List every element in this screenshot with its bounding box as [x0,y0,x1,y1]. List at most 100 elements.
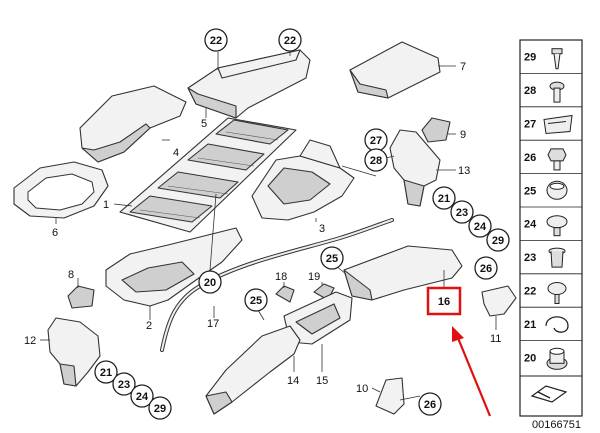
screw-icon [549,81,565,103]
part-2-housing [105,227,243,320]
part-7-cover [349,41,456,99]
label-11: 11 [490,333,501,345]
label-13: 13 [458,165,470,177]
grommet-icon [546,347,568,370]
label-2: 2 [146,320,152,332]
label-10: 10 [356,383,368,395]
callout-21b: 21 [94,360,118,384]
callout-29b: 29 [148,396,172,420]
highlight-16: 16 [426,286,462,316]
part-15-tray [283,291,353,372]
fastener-row-24: 24 [524,215,568,237]
red-arrow [452,326,492,417]
svg-text:21: 21 [100,367,112,379]
fastener-row-22: 22 [524,282,567,304]
fastener-row-23: 23 [524,247,566,268]
svg-text:23: 23 [118,379,130,391]
callout-24b: 24 [130,384,154,408]
svg-text:26: 26 [480,263,492,275]
callout-20: 20 [198,270,222,294]
svg-text:25: 25 [250,295,262,307]
svg-text:21: 21 [438,193,450,205]
part-13-duct [389,129,456,207]
fastener-row-26: 26 [524,148,567,171]
callout-28: 28 [364,148,388,172]
label-3: 3 [319,223,325,235]
fastener-panel: 29 28 27 26 25 24 23 22 21 20 [519,39,583,417]
svg-text:26: 26 [424,399,436,411]
label-18: 18 [275,271,287,283]
fastener-number: 24 [524,219,537,231]
fastener-row-28: 28 [524,81,565,103]
svg-text:22: 22 [284,35,296,47]
callout-29a: 29 [486,228,510,252]
svg-text:24: 24 [136,391,149,403]
push-pin-clip-icon [551,48,563,70]
label-17: 17 [207,318,219,330]
label-15: 15 [316,375,328,387]
callout-25a: 25 [320,246,344,270]
fastener-row-29: 29 [524,48,563,70]
part-16-duct [343,245,463,301]
callout-23b: 23 [112,372,136,396]
filter-element-4 [215,119,289,145]
svg-text:22: 22 [210,35,222,47]
svg-text:28: 28 [370,155,382,167]
filter-element-1 [129,195,213,223]
fastener-number: 21 [524,319,536,331]
svg-text:24: 24 [474,221,487,233]
part-8-clip [67,278,95,309]
part-9-bracket [421,117,456,143]
part-3-housing [251,139,377,222]
label-1: 1 [103,199,109,211]
part-5-duct [187,49,311,119]
expanding-nut-icon [546,180,568,200]
callout-26b: 26 [418,392,442,416]
label-4: 4 [173,147,179,159]
svg-text:20: 20 [204,277,216,289]
part-12-duct [40,317,101,387]
label-6: 6 [52,227,58,239]
highlight-label: 16 [438,296,450,308]
svg-text:29: 29 [492,235,504,247]
fastener-row-21: 21 [524,316,569,333]
part-17-seal [160,218,394,352]
part-10-bracket [371,377,405,415]
fastener-row-20: 20 [524,347,568,370]
fastener-number: 26 [524,152,536,164]
filter-element-3 [187,143,265,171]
fastener-number: 27 [524,119,536,131]
svg-text:27: 27 [370,135,382,147]
label-12: 12 [24,335,36,347]
part-4-duct [79,85,187,163]
svg-text:29: 29 [154,403,166,415]
callout-26a: 26 [474,256,498,280]
callout-27: 27 [364,128,388,152]
clip-ring-icon [545,316,569,333]
callout-23a: 23 [450,200,474,224]
washer-screw-icon [547,282,567,304]
label-9: 9 [460,129,466,141]
rivet-icon [546,215,568,237]
fastener-row-27: 27 [524,114,573,135]
diagram-symbol-icon [530,385,568,403]
part-18-clip [275,282,295,303]
spring-nut-icon [543,114,573,135]
fastener-number: 29 [524,52,536,64]
part-14-duct [205,325,301,415]
callout-22b: 22 [278,28,302,52]
fastener-row-25: 25 [524,180,568,200]
hex-bolt-icon [547,148,567,171]
label-19: 19 [308,271,320,283]
diagram-id: 00166751 [532,419,581,431]
fastener-number: 25 [524,185,536,197]
callout-25b: 25 [244,288,268,312]
fastener-number: 28 [524,85,536,97]
filter-element-2 [157,171,239,199]
fastener-number: 22 [524,286,536,298]
label-8: 8 [68,269,74,281]
part-6-frame [13,161,109,224]
label-14: 14 [287,375,299,387]
